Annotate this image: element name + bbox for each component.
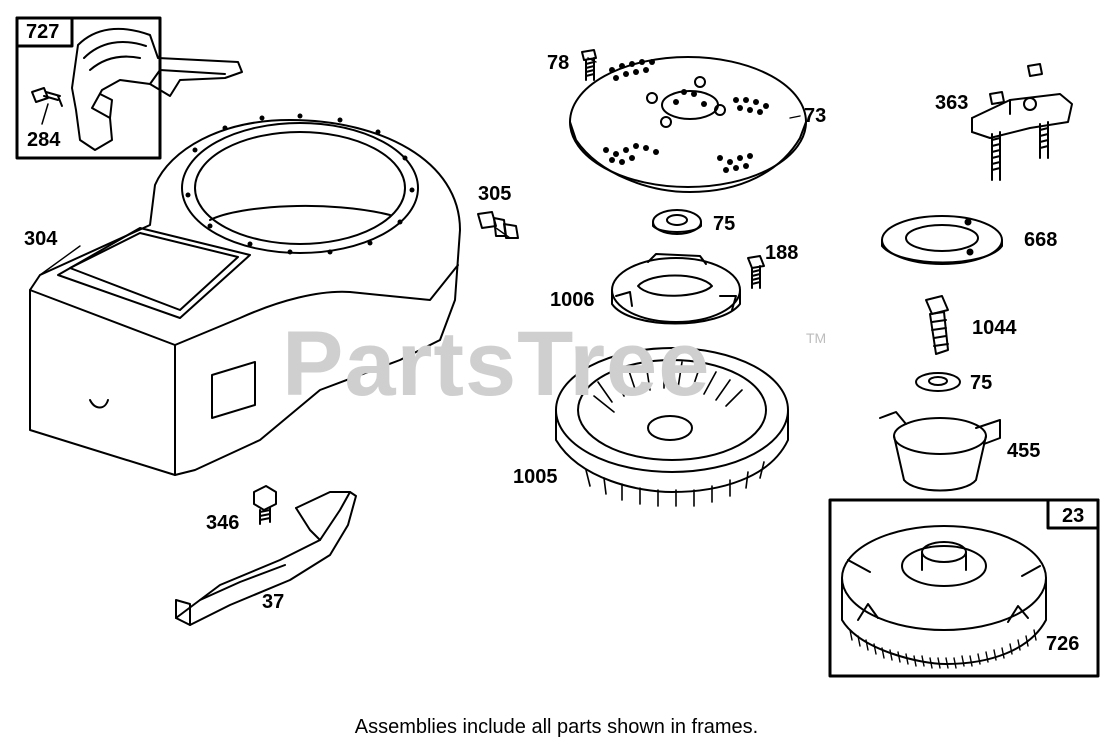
housing-bolt-holes <box>185 113 415 255</box>
label-73[interactable]: 73 <box>804 105 827 127</box>
part-75-washer-lower[interactable] <box>915 372 961 392</box>
part-346-bolt[interactable] <box>253 485 277 525</box>
part-78-screw[interactable] <box>581 49 597 81</box>
label-78[interactable]: 78 <box>547 52 570 74</box>
part-188-screw[interactable] <box>747 255 765 289</box>
part-727-shroud-guard[interactable] <box>71 27 243 151</box>
label-188[interactable]: 188 <box>765 242 799 264</box>
ring-gear-teeth <box>849 629 1037 669</box>
flywheel-lower-fins <box>585 461 765 507</box>
part-726-flywheel-ring-gear[interactable] <box>841 525 1047 669</box>
flywheel-fins <box>593 361 743 413</box>
part-37-air-baffle[interactable] <box>175 491 357 626</box>
label-37[interactable]: 37 <box>262 591 285 613</box>
footer-caption: Assemblies include all parts shown in fr… <box>354 716 759 738</box>
label-284[interactable]: 284 <box>27 129 61 151</box>
part-304-blower-housing[interactable] <box>29 113 461 476</box>
part-305-bolt[interactable] <box>477 211 519 239</box>
screen-perforations <box>603 59 769 173</box>
part-73-rotating-screen[interactable] <box>569 56 807 193</box>
part-668-plate[interactable] <box>881 215 1003 265</box>
label-668[interactable]: 668 <box>1024 229 1058 251</box>
label-1005[interactable]: 1005 <box>513 466 558 488</box>
part-1044-bolt[interactable] <box>925 295 949 355</box>
frame-23-box <box>828 498 1100 678</box>
part-75-washer-upper[interactable] <box>652 209 702 235</box>
label-726[interactable]: 726 <box>1046 633 1080 655</box>
part-1006-starter-cup[interactable] <box>611 253 741 325</box>
label-1044[interactable]: 1044 <box>972 317 1017 339</box>
part-363-ignition-bracket[interactable] <box>971 63 1073 181</box>
label-304[interactable]: 304 <box>24 228 58 250</box>
part-1005-flywheel[interactable] <box>555 347 789 507</box>
watermark-text: PartsTree <box>282 313 711 415</box>
label-346[interactable]: 346 <box>206 512 240 534</box>
leader-lines <box>39 57 801 276</box>
frame-727-box <box>15 16 162 160</box>
part-455-cup[interactable] <box>879 411 1001 492</box>
frame-727-number: 727 <box>26 21 60 43</box>
frame-23-number: 23 <box>1062 505 1085 527</box>
label-75-lower[interactable]: 75 <box>970 372 993 394</box>
label-305[interactable]: 305 <box>478 183 512 205</box>
label-363[interactable]: 363 <box>935 92 969 114</box>
label-1006[interactable]: 1006 <box>550 289 595 311</box>
label-75-upper[interactable]: 75 <box>713 213 736 235</box>
watermark-trademark: TM <box>806 330 827 346</box>
label-455[interactable]: 455 <box>1007 440 1041 462</box>
part-284-screw[interactable] <box>31 87 63 125</box>
